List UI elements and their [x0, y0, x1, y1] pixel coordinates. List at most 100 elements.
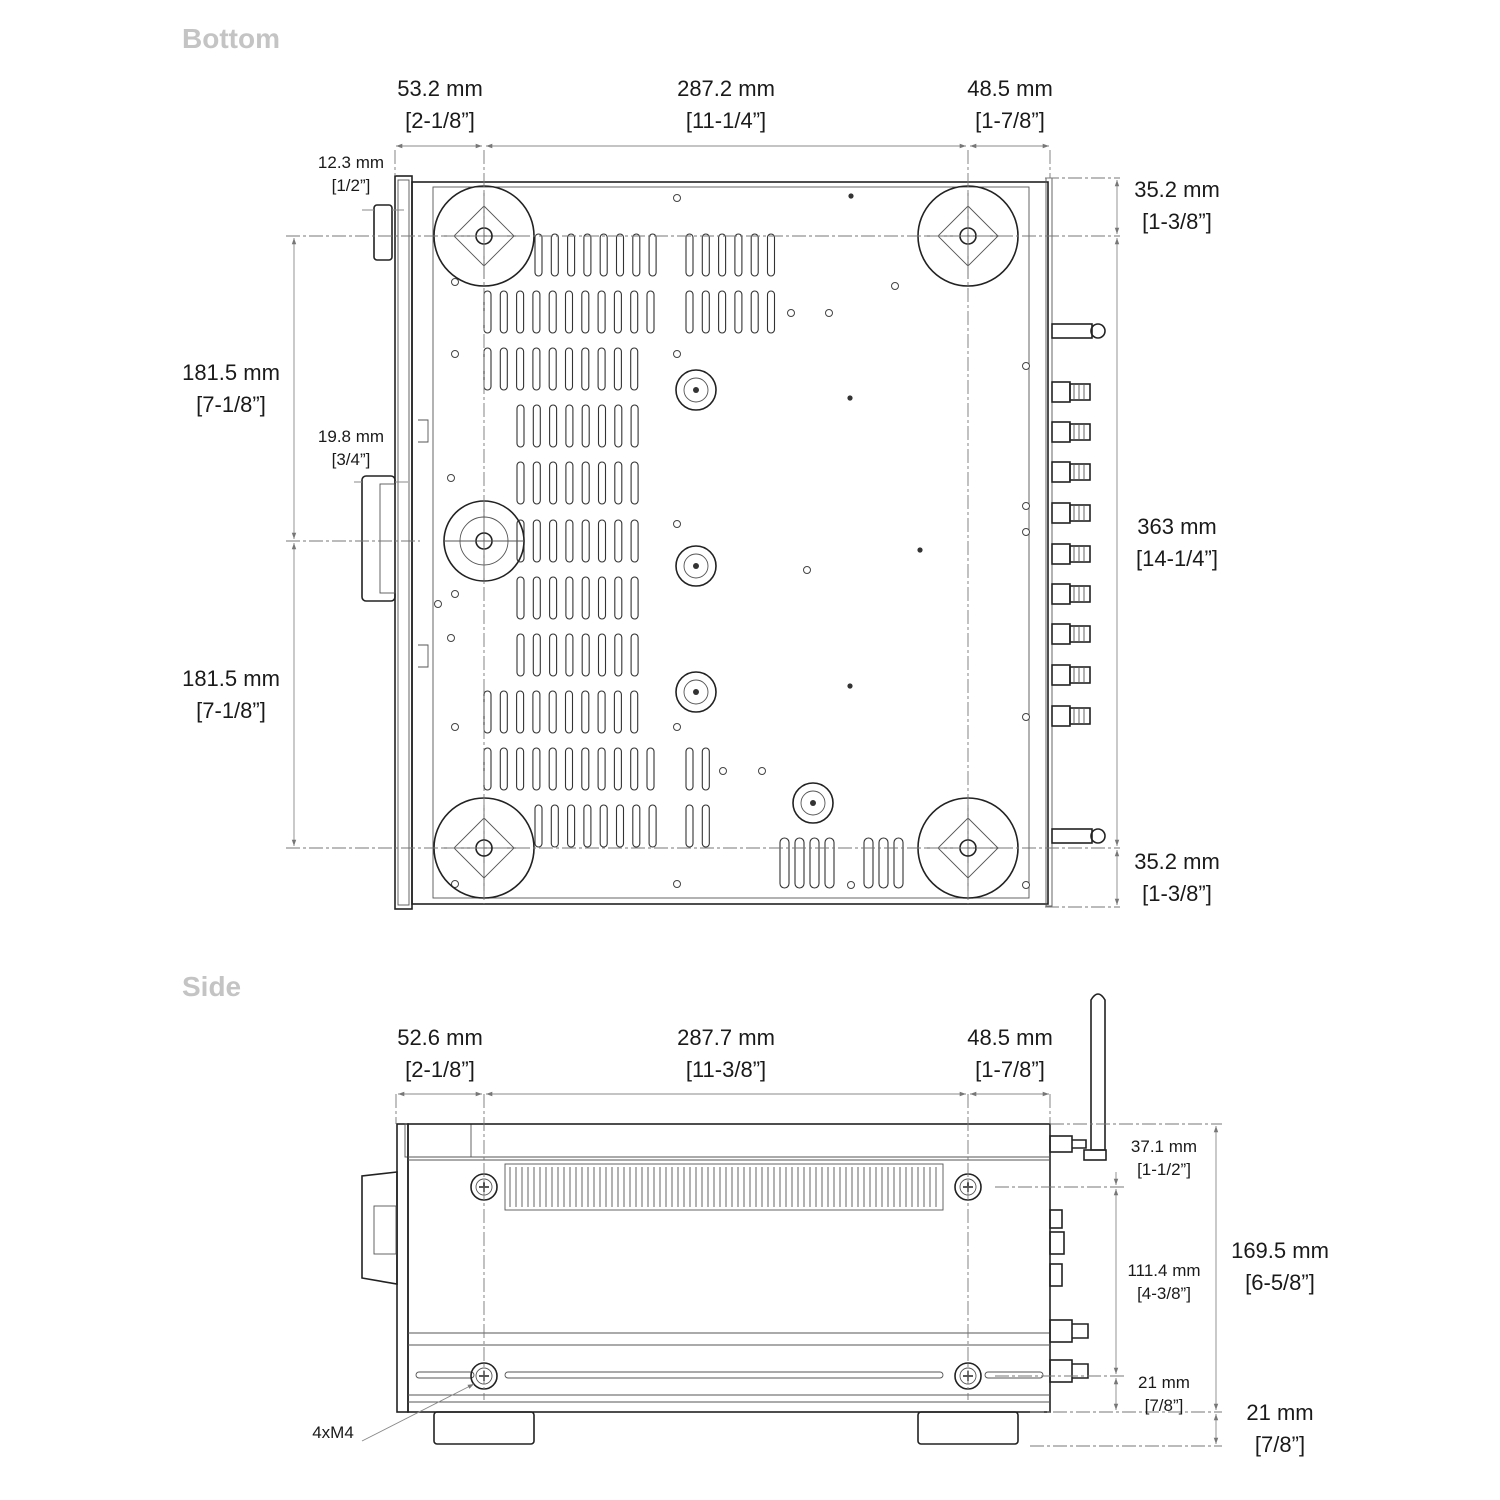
vent-slot — [613, 690, 622, 734]
side-dim-foot-in: [7/8”] — [1255, 1432, 1305, 1457]
vent-slot — [548, 290, 557, 334]
vent-slot — [581, 747, 590, 791]
boss-2 — [675, 545, 717, 587]
vent-slot — [583, 233, 592, 277]
vent-slot — [734, 233, 743, 277]
side-front-panel — [396, 1123, 409, 1413]
vent-slot — [516, 576, 525, 620]
side-vent-grille — [504, 1163, 944, 1211]
side-rear-connectors — [1049, 1135, 1089, 1383]
terminal-body — [1051, 381, 1071, 403]
side-dim-foot-mm: 21 mm — [1246, 1400, 1313, 1425]
bottom-mount-holes — [434, 193, 1030, 889]
side-volume-knob — [361, 1171, 398, 1285]
vent-slot — [614, 576, 623, 620]
vent-slot — [648, 233, 657, 277]
mount-hole — [1022, 528, 1030, 536]
mount-hole — [673, 194, 681, 202]
side-centerlines — [395, 1094, 1222, 1447]
side-dim-bottom-in: [7/8”] — [1145, 1396, 1184, 1415]
vent-slot — [630, 633, 639, 677]
vent-slot — [750, 233, 759, 277]
dim-left-lower-in: [7-1/8”] — [196, 698, 266, 723]
vent-slot — [597, 347, 606, 391]
vent-slot — [516, 690, 525, 734]
volume-knob — [361, 475, 396, 602]
vent-slot — [499, 347, 508, 391]
vent-slot — [615, 804, 625, 848]
mount-hole — [1022, 713, 1030, 721]
vent-slot — [613, 747, 622, 791]
vent-slot — [630, 519, 639, 563]
terminal-body — [1051, 623, 1071, 645]
terminal-post — [1069, 666, 1091, 684]
screw-spec-label: 4xM4 — [312, 1423, 354, 1442]
vent-slot — [878, 837, 889, 889]
vent-slot — [599, 233, 608, 277]
vent-slot — [599, 804, 608, 848]
rivet — [847, 683, 853, 689]
rivet — [847, 395, 853, 401]
vent-slot — [567, 233, 576, 277]
dim-right-top-mm: 35.2 mm — [1134, 177, 1220, 202]
side-dim-bottom-mm: 21 mm — [1138, 1373, 1190, 1392]
vent-slot — [614, 404, 623, 448]
vent-slot — [565, 519, 574, 563]
mount-hole — [451, 590, 459, 598]
vent-slot — [766, 233, 776, 277]
vent-slot — [613, 347, 622, 391]
vent-slot — [516, 404, 525, 448]
vent-slot — [548, 347, 557, 391]
boss-1 — [675, 369, 717, 411]
vent-slot — [565, 461, 574, 505]
vent-slot — [615, 233, 625, 277]
vent-slot — [597, 633, 607, 677]
mount-hole — [673, 723, 681, 731]
vent-slot — [549, 461, 558, 505]
vent-slot — [548, 690, 557, 734]
mount-hole — [1022, 362, 1030, 370]
vent-slot — [648, 804, 657, 848]
dim-left-upper-mm: 181.5 mm — [182, 360, 280, 385]
boss-3 — [675, 671, 717, 713]
bottom-view: 53.2 mm [2-1/8”] 287.2 mm [11-1/4”] 48.5… — [182, 76, 1220, 910]
bottom-chassis — [411, 181, 1049, 905]
vent-slot — [701, 747, 710, 791]
vent-slot — [581, 690, 590, 734]
vent-slot — [701, 804, 710, 848]
vent-slot — [581, 519, 590, 563]
vent-slot — [646, 290, 655, 334]
dim-rear-mm: 48.5 mm — [967, 76, 1053, 101]
dim-span-in: [11-1/4”] — [686, 108, 766, 133]
boss-4 — [792, 782, 834, 824]
vent-slot — [597, 690, 606, 734]
rivet — [917, 547, 923, 553]
vent-slot — [824, 837, 835, 889]
vent-slot — [597, 747, 606, 791]
rivet — [848, 193, 854, 199]
vent-slot — [718, 233, 727, 277]
vent-slot — [564, 290, 574, 334]
dim-knob-small-mm: 12.3 mm — [318, 153, 384, 172]
side-foot-rear — [917, 1411, 1019, 1445]
side-dim-rear-mm: 48.5 mm — [967, 1025, 1053, 1050]
dim-left-upper-in: [7-1/8”] — [196, 392, 266, 417]
vent-slot — [893, 837, 904, 889]
side-dim-top-in: [1-1/2”] — [1137, 1160, 1191, 1179]
small-knob — [373, 204, 393, 261]
vent-slot — [685, 804, 694, 848]
dim-depth-in: [14-1/4”] — [1136, 546, 1218, 571]
dim-left-lower-mm: 181.5 mm — [182, 666, 280, 691]
vent-slot — [718, 290, 727, 334]
vent-slot — [548, 747, 557, 791]
vent-slot — [565, 633, 574, 677]
vent-slot — [483, 347, 492, 391]
dim-knob-large-mm: 19.8 mm — [318, 427, 384, 446]
vent-slot — [614, 461, 623, 505]
mount-hole — [673, 350, 681, 358]
bottom-front-panel — [394, 175, 413, 910]
vent-slot — [630, 461, 639, 505]
mount-hole — [434, 600, 442, 608]
terminal-body — [1051, 583, 1071, 605]
antenna-jack — [1051, 828, 1093, 844]
